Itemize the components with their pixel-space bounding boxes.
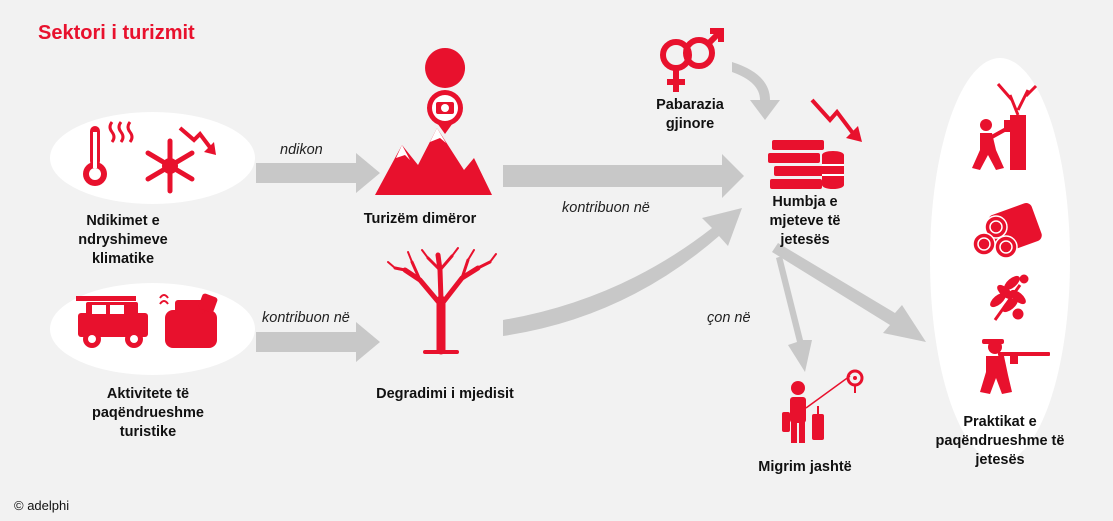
arrow-climate-to-winter: [256, 153, 380, 193]
jeep-icon: [76, 296, 148, 348]
gender-icon: [660, 28, 724, 92]
node-gender: Pabarazia gjinore: [656, 97, 724, 132]
dead-tree-icon: [387, 247, 497, 355]
node-migration: Migrim jashtë: [758, 459, 852, 475]
node-degradation: Degradimi i mjedisit: [376, 386, 514, 402]
snowflake-icon: [145, 138, 195, 194]
node-livelihood-loss: Humbja e mjeteve të jetesës: [769, 194, 841, 248]
arrow-winter-to-livelihood: [503, 154, 744, 198]
credit: © adelphi: [14, 498, 70, 513]
logs-icon: [972, 203, 1042, 259]
arrow-livelihood-to-migration: [776, 256, 812, 372]
heat-waves-icon: [108, 121, 134, 143]
down-trend-icon: [178, 126, 216, 155]
node-unsustainable-practices: Praktikat e paqëndrueshme të jetesës: [935, 414, 1065, 468]
arrows: [256, 62, 926, 372]
woodcutter-icon: [972, 83, 1038, 170]
arrow-livelihood-to-practices: [772, 243, 926, 342]
node-activities: Aktivitete të paqëndrueshme turistike: [92, 386, 204, 440]
arrow-degradation-to-livelihood: [503, 208, 742, 336]
diagram-title: Sektori i turizmit: [38, 22, 195, 44]
thermometer-icon: [83, 126, 107, 186]
mountain-pin-icon: [375, 48, 492, 195]
bags-icon: [159, 293, 218, 348]
plant-icon: [990, 274, 1029, 321]
arrow-gender-to-livelihood: [732, 62, 780, 120]
edge-label-winter-to-livelihood: kontribuon në: [562, 200, 650, 216]
coins-icon: [768, 98, 862, 189]
arrow-activities-to-degradation: [256, 322, 380, 362]
edge-label-activities-to-degradation: kontribuon në: [262, 310, 350, 326]
edge-label-climate-to-winter: ndikon: [280, 142, 323, 158]
hunter-icon: [980, 339, 1050, 394]
node-climate: Ndikimet e ndryshimeve klimatike: [78, 213, 168, 267]
edge-label-livelihood-to-outcomes: çon në: [707, 310, 751, 326]
migrant-icon: [782, 369, 864, 443]
practices-bubble: [930, 58, 1070, 462]
node-winter-tourism: Turizëm dimëror: [363, 211, 477, 227]
